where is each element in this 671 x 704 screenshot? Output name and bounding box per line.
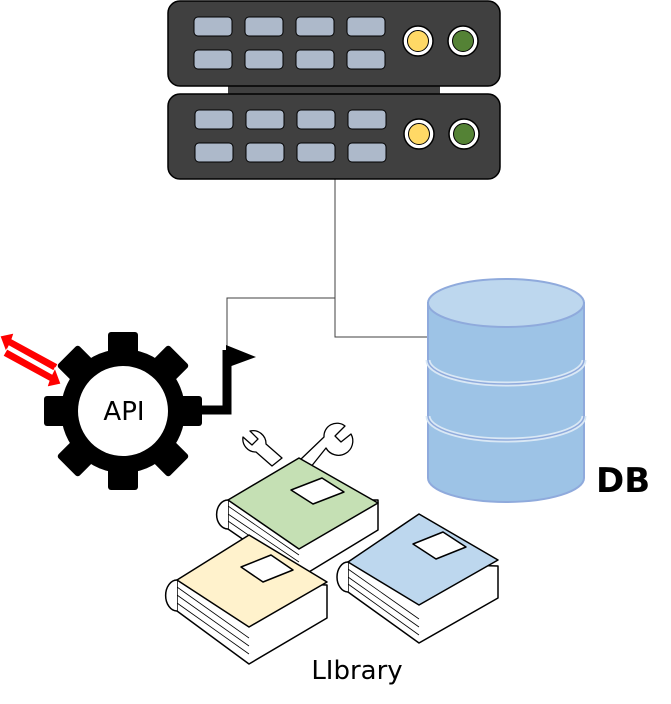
book-icon <box>164 534 328 665</box>
wrench-icon <box>242 430 283 467</box>
server-rack-icon <box>167 0 501 180</box>
connector-server-db <box>334 178 430 338</box>
wrench-icon <box>299 422 354 469</box>
book-icon <box>336 513 499 644</box>
api-label: API <box>103 397 144 427</box>
server-unit-top <box>167 0 501 87</box>
db-label: DB <box>596 461 650 501</box>
library-component: LIbrary <box>164 422 499 686</box>
connector-server-api <box>226 297 335 350</box>
database-icon <box>425 278 587 503</box>
library-label: LIbrary <box>311 656 402 686</box>
gear-icon <box>44 332 202 490</box>
server-unit-bottom <box>167 93 501 180</box>
connectors <box>226 178 430 350</box>
api-component: API <box>0 332 256 490</box>
arrows-icon <box>0 332 62 388</box>
flag-icon <box>200 345 256 415</box>
